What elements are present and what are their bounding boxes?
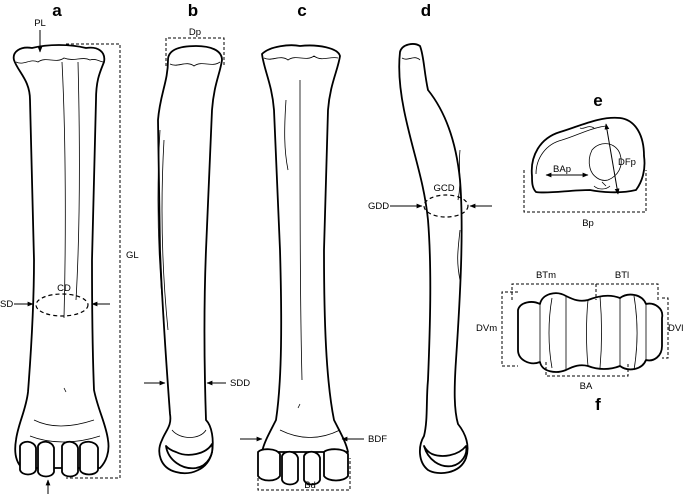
label-dp: Dp [189,27,201,38]
ba-dimension-line [545,362,629,377]
dvm-dimension-line [501,291,518,367]
panel-label-a: a [52,1,62,20]
panel-label-f: f [595,395,601,414]
panel-label-b: b [188,1,198,20]
label-dfp: DFp [618,157,636,168]
panel-a-bone [12,44,110,478]
dp-dimension-line [165,37,225,66]
panel-f-distal-view [517,292,664,373]
btl-dimension-line [596,283,659,300]
label-cd: CD [57,283,71,294]
panel-c-bone [257,44,349,486]
gl-dimension-line [66,43,121,479]
cd-ellipse [35,293,89,317]
label-dvl: DVl [668,323,683,334]
label-sdd: SDD [230,378,250,389]
panel-e-proximal-view [530,116,646,194]
panel-b-bone [157,45,223,474]
dfp-arrow [604,123,620,195]
label-gdd: GDD [368,201,389,212]
label-gcd: GCD [433,183,454,194]
gcd-ellipse [423,194,469,218]
panel-label-c: c [297,1,306,20]
label-pl: PL [34,18,46,29]
dvl-dimension-line [662,297,669,359]
label-gl: GL [126,250,139,261]
label-bp: Bp [582,218,594,229]
bp-dimension-line [523,170,647,213]
label-bap: BAp [553,164,571,175]
bd-dimension-line [257,458,351,491]
label-dvm: DVm [476,323,497,334]
label-sd: SD [0,299,13,310]
label-bd: Bd [304,480,316,491]
label-bdf: BDF [368,434,387,445]
panel-d-bone [398,43,469,474]
label-btl: BTl [615,270,629,281]
panel-label-d: d [421,1,431,20]
panel-label-e: e [593,91,602,110]
label-btm: BTm [536,270,556,281]
label-ba: BA [580,381,593,392]
